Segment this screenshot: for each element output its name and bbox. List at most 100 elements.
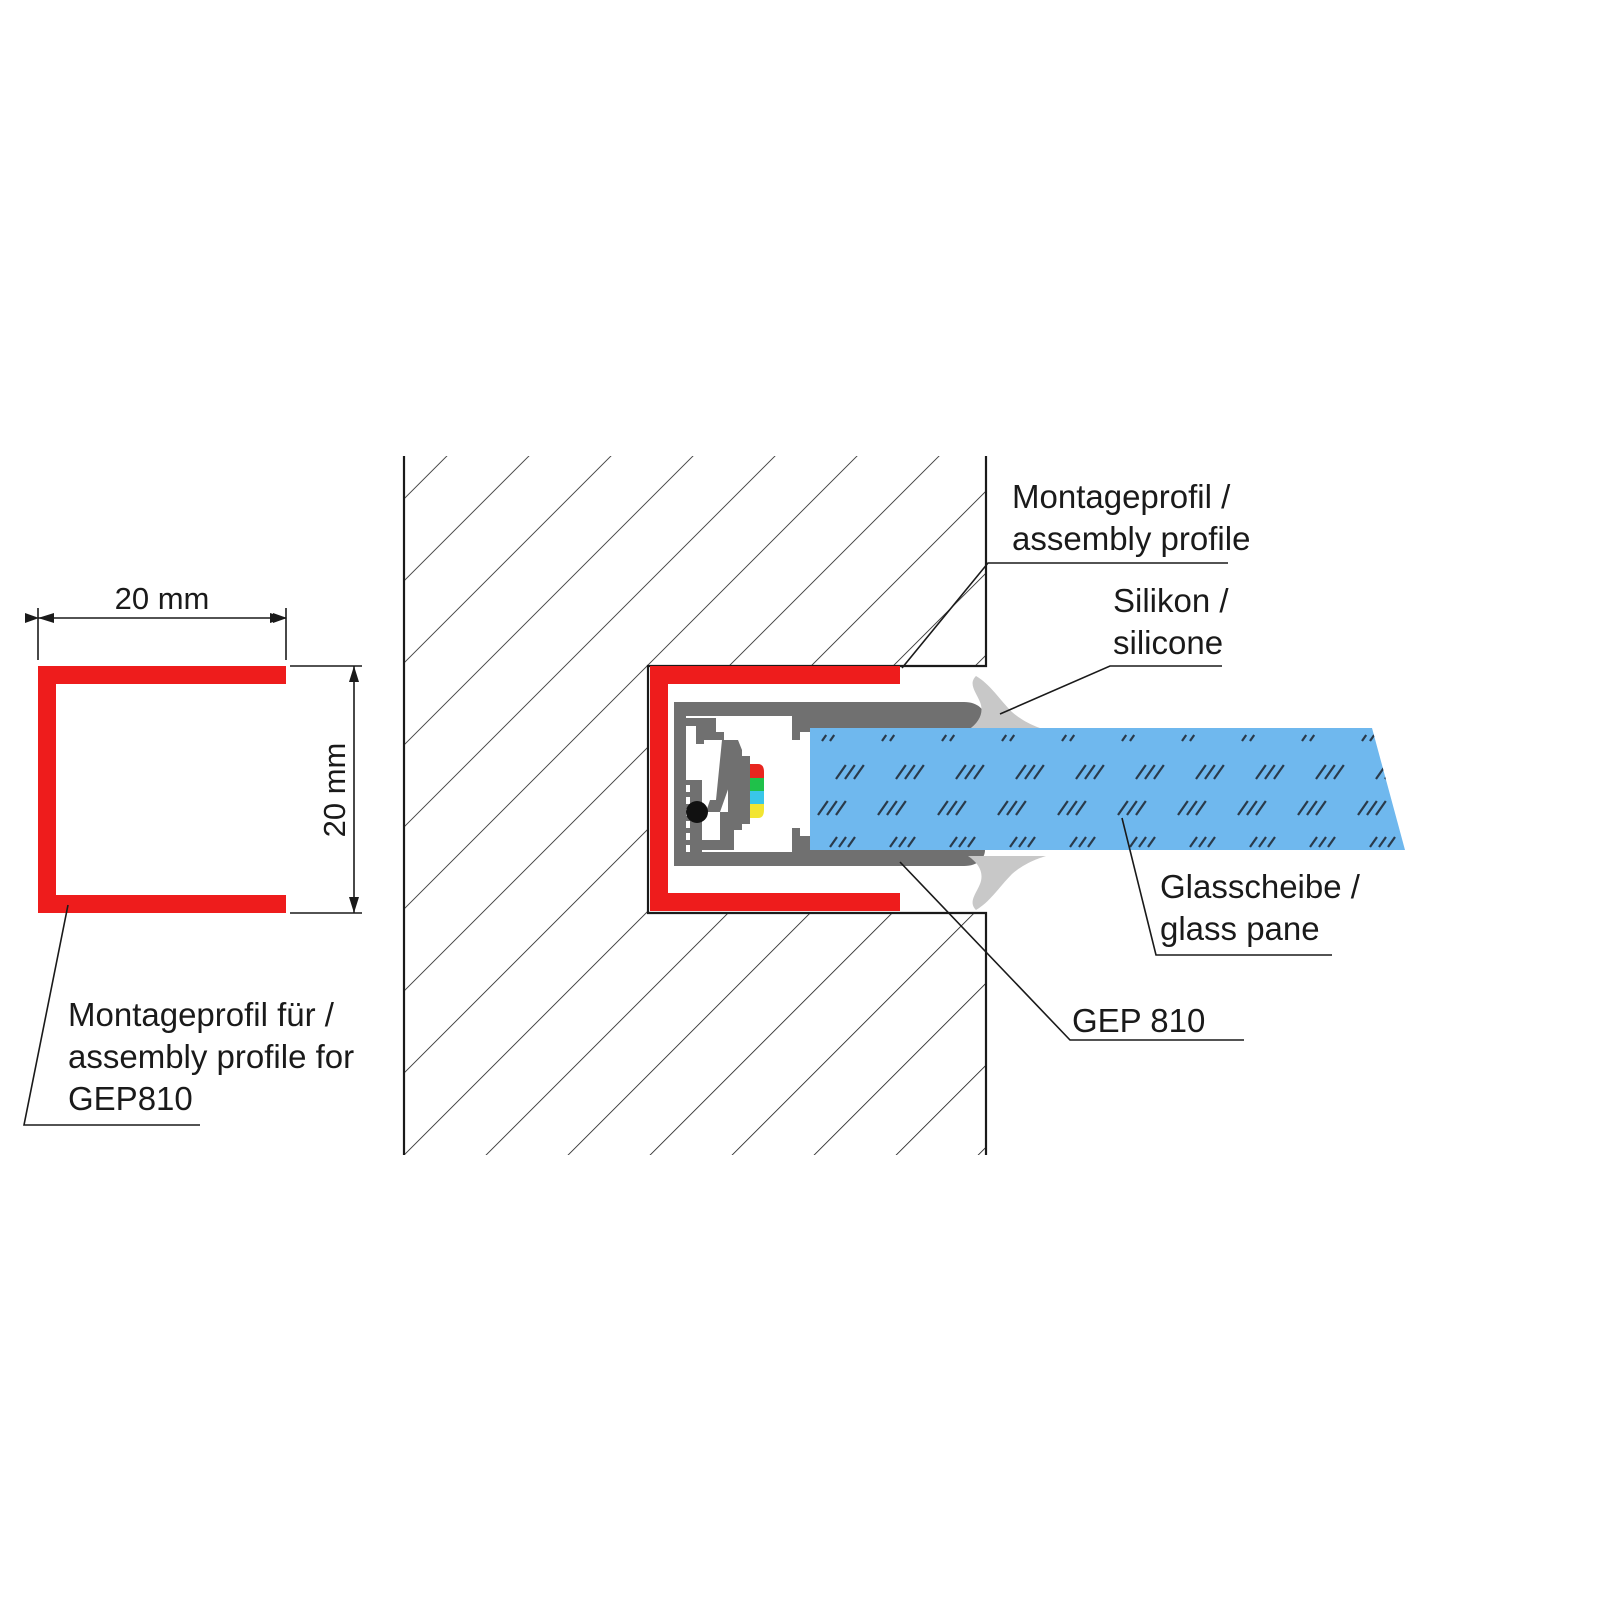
glass-hatch-mark bbox=[817, 800, 829, 816]
glass-hatch-mark bbox=[1126, 800, 1138, 816]
glass-hatch-mark bbox=[829, 836, 838, 848]
glass-hatch-mark bbox=[886, 800, 898, 816]
glass-hatch-mark bbox=[946, 800, 958, 816]
silicone-beads bbox=[968, 676, 1046, 910]
glass-hatch-mark bbox=[1384, 764, 1396, 780]
glass-hatch-mark bbox=[898, 836, 907, 848]
glass-hatch-mark bbox=[844, 764, 856, 780]
width-label: 20 mm bbox=[115, 581, 210, 616]
glass-hatch-mark bbox=[1057, 800, 1069, 816]
glass-hatch-mark bbox=[835, 764, 847, 780]
glass-pane bbox=[810, 728, 1446, 850]
glass-hatch-mark bbox=[1015, 800, 1027, 816]
glass-hatch-mark bbox=[1181, 734, 1188, 742]
glass-hatch-mark bbox=[1301, 734, 1308, 742]
glass-pane-label: Glasscheibe / glass pane bbox=[1160, 868, 1369, 947]
glass-hatch-mark bbox=[997, 800, 1009, 816]
wall-hatch bbox=[404, 456, 986, 1155]
glass-hatch-mark bbox=[1195, 764, 1207, 780]
glass-hatch-mark bbox=[958, 836, 967, 848]
glass-hatch-mark bbox=[1121, 734, 1128, 742]
glass-hatch-mark bbox=[955, 800, 967, 816]
glass-hatch-mark bbox=[1361, 734, 1368, 742]
glass-pane-leader bbox=[1121, 817, 1332, 956]
glass-hatch-mark bbox=[1315, 764, 1327, 780]
glass-hatch-mark bbox=[1024, 764, 1036, 780]
silicone-leader bbox=[999, 665, 1222, 715]
glass-hatch-mark bbox=[1153, 764, 1165, 780]
glass-hatch-mark bbox=[1069, 836, 1078, 848]
glass-hatch-mark bbox=[826, 800, 838, 816]
glass-hatch-mark bbox=[1018, 836, 1027, 848]
glass-hatch-mark bbox=[949, 836, 958, 848]
glass-hatch-mark bbox=[1393, 764, 1405, 780]
glass-hatch-mark bbox=[955, 764, 967, 780]
glass-hatch-mark bbox=[1249, 734, 1256, 742]
glass-hatch-mark bbox=[1117, 800, 1129, 816]
glass-hatch-mark bbox=[1427, 801, 1437, 815]
glass-hatch-mark bbox=[895, 800, 907, 816]
glass-hatch-mark bbox=[1138, 836, 1147, 848]
glass-hatch-mark bbox=[1237, 800, 1249, 816]
wall-section bbox=[402, 456, 988, 1155]
glass-hatch-mark bbox=[1066, 800, 1078, 816]
glass-hatch-mark bbox=[967, 836, 976, 848]
glass-hatch-mark bbox=[949, 734, 956, 742]
glass-hatch-mark bbox=[1249, 836, 1258, 848]
glass-hatch-mark bbox=[1369, 734, 1376, 742]
glass-hatch-mark bbox=[1369, 836, 1378, 848]
glass-hatch-mark bbox=[821, 734, 828, 742]
glass-hatch-mark bbox=[1306, 800, 1318, 816]
glass-hatch-mark bbox=[973, 764, 985, 780]
led-segment bbox=[750, 804, 764, 818]
glass-hatch-mark bbox=[1015, 764, 1027, 780]
glass-hatch-mark bbox=[1366, 800, 1378, 816]
glass-hatch-mark bbox=[1177, 800, 1189, 816]
glass-hatch-mark bbox=[1387, 836, 1396, 848]
glass-hatch-mark bbox=[1147, 836, 1156, 848]
glass-hatch-mark bbox=[1418, 801, 1428, 815]
glass-hatch-mark bbox=[835, 800, 847, 816]
glass-hatch-mark bbox=[889, 734, 896, 742]
glass-hatch-mark bbox=[1186, 800, 1198, 816]
glass-hatch-mark bbox=[1189, 734, 1196, 742]
glass-hatch-mark bbox=[1061, 734, 1068, 742]
glass-hatch-mark bbox=[881, 734, 888, 742]
glass-hatch-mark bbox=[1267, 836, 1276, 848]
profile-for-leader bbox=[23, 904, 200, 1126]
glass-fill bbox=[810, 728, 1405, 850]
glass-hatch-mark bbox=[1241, 734, 1248, 742]
glass-hatch-mark bbox=[1297, 800, 1309, 816]
glass-hatch-mark bbox=[1129, 734, 1136, 742]
width-dimension: 20 mm bbox=[25, 581, 287, 660]
glass-hatch-mark bbox=[1327, 836, 1336, 848]
rgb-led bbox=[750, 764, 764, 818]
height-dimension: 20 mm bbox=[290, 665, 362, 914]
glass-hatch-mark bbox=[853, 764, 865, 780]
glass-hatch-mark bbox=[1195, 800, 1207, 816]
height-label: 20 mm bbox=[317, 743, 352, 838]
glass-hatch-mark bbox=[1075, 800, 1087, 816]
glass-hatch-mark bbox=[1129, 836, 1138, 848]
glass-hatch-mark bbox=[1315, 800, 1327, 816]
glass-hatch-mark bbox=[838, 836, 847, 848]
led-segment bbox=[750, 764, 764, 778]
glass-hatch-mark bbox=[1246, 800, 1258, 816]
glass-hatch-mark bbox=[1357, 800, 1369, 816]
glass-hatch-mark bbox=[1436, 801, 1446, 815]
glass-hatch-mark bbox=[1144, 764, 1156, 780]
glass-hatch-mark bbox=[1324, 764, 1336, 780]
glass-hatch-mark bbox=[1078, 836, 1087, 848]
glass-hatch-mark bbox=[1069, 734, 1076, 742]
glass-hatch-mark bbox=[1087, 836, 1096, 848]
glass-hatch-mark bbox=[1198, 836, 1207, 848]
glass-hatch-mark bbox=[1309, 734, 1316, 742]
glass-hatch-mark bbox=[1213, 764, 1225, 780]
glass-hatch-mark bbox=[1309, 836, 1318, 848]
glass-hatch-mark bbox=[1264, 764, 1276, 780]
product-label: GEP 810 bbox=[1072, 1002, 1205, 1039]
glass-hatch-mark bbox=[1084, 764, 1096, 780]
glass-hatch-mark bbox=[847, 836, 856, 848]
cable-dot bbox=[686, 801, 708, 823]
